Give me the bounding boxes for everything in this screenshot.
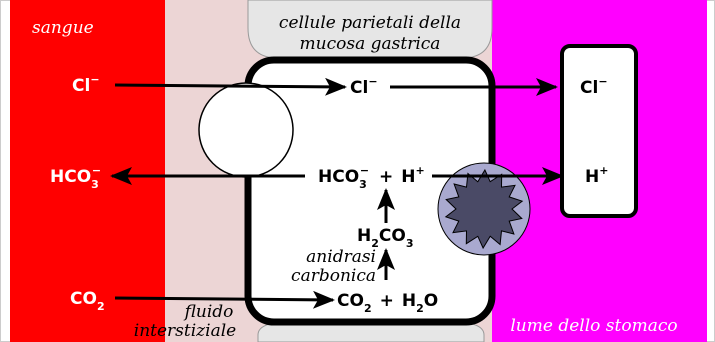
proton-pump-icon [437, 162, 531, 256]
co2-in-arrow [114, 290, 335, 309]
lumen-proton: H+ [585, 164, 608, 187]
lumen-chloride: Cl− [580, 75, 608, 98]
interstitial-label-line1: fluido [183, 302, 234, 322]
blood-chloride: Cl− [72, 73, 100, 96]
blood-bicarbonate: HCO3− [50, 164, 101, 191]
cell-carbonic-acid: H2CO3 [357, 226, 413, 250]
lumen-ion-box [560, 44, 638, 218]
interstitial-label-line2: interstiziale [134, 321, 236, 341]
cell-bicarbonate-proton: HCO3−+H+ [318, 164, 425, 191]
blood-label: sangue [32, 18, 94, 38]
blood-region [10, 0, 165, 342]
blood-co2: CO2 [70, 289, 105, 313]
enzyme-label-line2: carbonica [291, 266, 376, 286]
enzyme-label-line1: anidrasi [306, 247, 376, 267]
chloride-in-arrow [114, 77, 347, 96]
mucosa-label-line2: mucosa gastrica [300, 34, 441, 54]
cell-co2-water: CO2+H2O [337, 291, 438, 315]
cell-chloride: Cl− [350, 75, 378, 98]
lumen-label: lume dello stomaco [510, 316, 677, 336]
exchanger-channel-icon [198, 82, 294, 178]
mucosa-label-line1: cellule parietali della [279, 13, 461, 33]
